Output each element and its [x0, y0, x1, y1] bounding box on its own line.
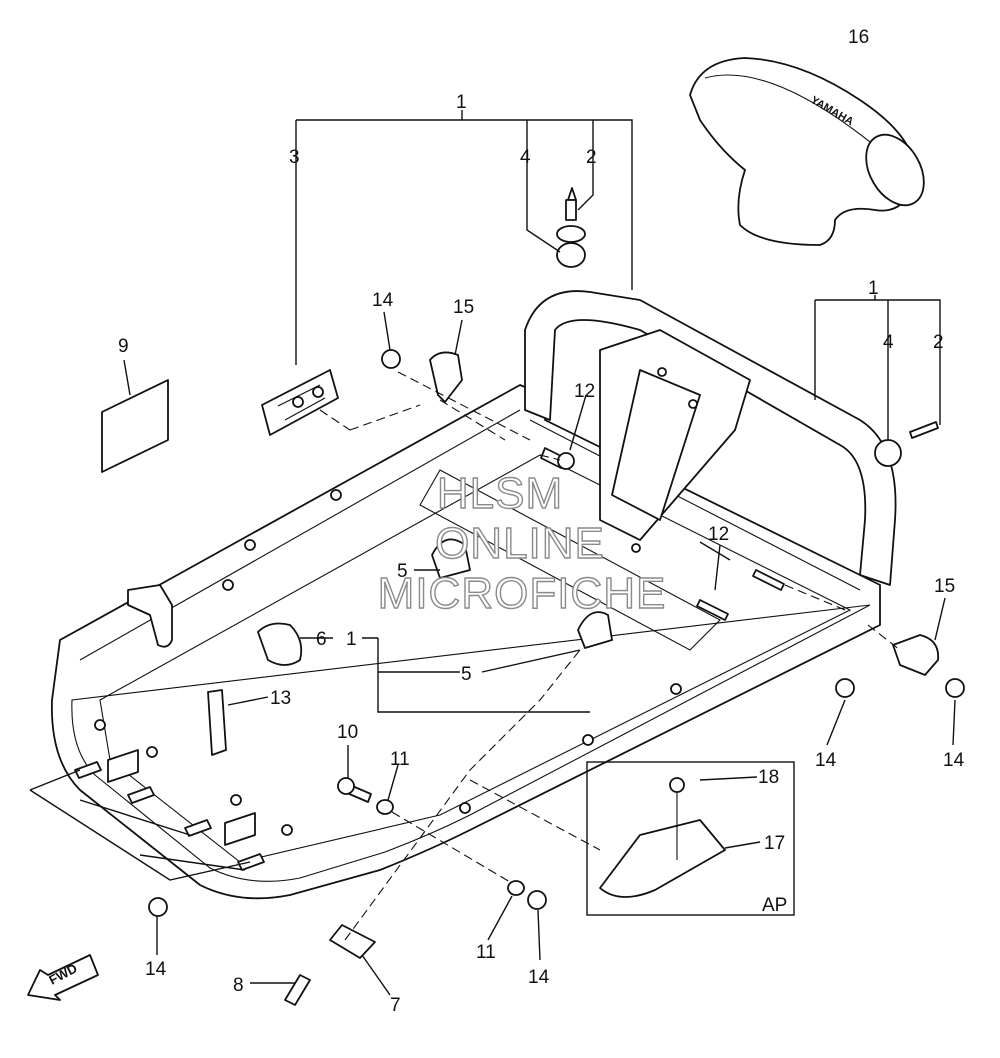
rivet-2-right	[909, 421, 939, 439]
nut-14-right-b	[945, 678, 965, 698]
callout-16: 16	[848, 27, 869, 48]
callout-10: 10	[337, 722, 358, 743]
cover-16: YAMAHA	[689, 57, 925, 246]
strap-13	[207, 689, 227, 756]
callout-14-right-b: 14	[943, 750, 965, 771]
grip-3	[261, 369, 339, 436]
bracket-15-top	[429, 351, 463, 403]
callout-numbers: 1 3 4 2 16 9 14 15 12 1 4 2 12 15 5 6 1 …	[118, 27, 965, 1016]
nut-14-right-a	[835, 678, 855, 698]
callout-11-b: 11	[476, 942, 496, 963]
washer-11-b	[507, 880, 525, 896]
inset-label: AP	[762, 895, 787, 916]
callout-13: 13	[270, 688, 291, 709]
callout-14-bottom-center: 14	[528, 967, 550, 988]
callout-17: 17	[764, 833, 785, 854]
callout-15-top: 15	[453, 297, 474, 318]
callout-2-top: 2	[586, 147, 597, 168]
callout-14-bottom-left: 14	[145, 959, 167, 980]
rivet-2-top	[565, 187, 577, 221]
rivet-8	[284, 974, 311, 1006]
mount-holes	[94, 367, 698, 836]
bolt-12-right-a	[752, 569, 785, 591]
callout-12-right: 12	[708, 524, 729, 545]
clamp-6	[257, 622, 303, 666]
callout-7: 7	[390, 995, 401, 1016]
bracket-15-right	[892, 634, 940, 676]
watermark-line-2: ONLINE	[435, 519, 605, 568]
label-9	[101, 379, 169, 473]
callout-4-top: 4	[520, 147, 531, 168]
front-studs	[74, 749, 265, 871]
bumper-4-top	[556, 225, 586, 268]
callout-18: 18	[758, 767, 779, 788]
callout-14-top: 14	[372, 290, 394, 311]
leader-lines	[123, 110, 956, 996]
clip-5-b	[577, 611, 613, 649]
callout-14-right-a: 14	[815, 750, 837, 771]
bolt-10	[337, 777, 372, 803]
callout-12-center: 12	[574, 381, 595, 402]
bumper-4-right	[874, 439, 902, 467]
callout-1-right: 1	[868, 278, 879, 299]
watermark-line-1: HLSM	[437, 469, 563, 518]
bolt-12-right-b	[696, 599, 729, 621]
callout-1-mid: 1	[346, 629, 357, 650]
callout-9: 9	[118, 336, 129, 357]
callout-15-right: 15	[934, 576, 955, 597]
callout-5-b: 5	[461, 664, 472, 685]
nut-14-bottom-center	[527, 890, 547, 910]
callout-8: 8	[233, 975, 244, 996]
callout-3: 3	[289, 147, 300, 168]
fwd-arrow: FWD	[27, 954, 99, 1001]
inset-ap: AP	[586, 761, 795, 916]
clip-5-a	[431, 538, 471, 579]
bolt-12-center	[540, 447, 575, 470]
callout-5-a: 5	[397, 561, 408, 582]
watermark: HLSM ONLINE MICROFICHE	[377, 468, 667, 618]
washer-11-a	[376, 799, 394, 815]
nut-14-top	[381, 349, 401, 369]
watermark-line-3: MICROFICHE	[378, 569, 667, 618]
callout-4-right: 4	[883, 332, 894, 353]
callout-1-top: 1	[456, 92, 467, 113]
callout-11-a: 11	[390, 749, 410, 770]
callout-2-right: 2	[933, 332, 944, 353]
nut-14-bottom-left	[148, 897, 168, 917]
plate-7	[329, 924, 376, 959]
callout-6: 6	[316, 629, 327, 650]
